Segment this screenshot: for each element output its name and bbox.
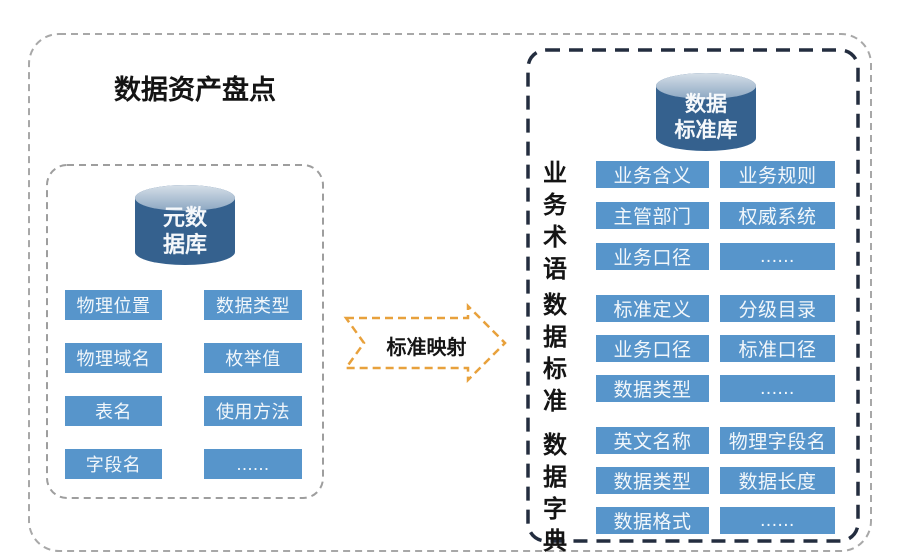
metadata-db-label-line2: 据库 (162, 232, 207, 257)
metadata-items-grid: 物理位置 数据类型 物理域名 枚举值 表名 使用方法 字段名 ...... (65, 290, 302, 479)
outer-dashed-container (28, 33, 872, 552)
standard-item: 数据类型 (596, 467, 709, 494)
group-label-data-dictionary: 数据字典 (543, 432, 567, 555)
mapping-arrow-label: 标准映射 (386, 337, 467, 359)
metadata-database-cylinder-icon (135, 185, 235, 265)
metadata-item: 使用方法 (204, 396, 302, 426)
group-label-business-terms: 业务术语 (543, 160, 567, 283)
standard-item: 业务规则 (720, 161, 835, 188)
standard-item: 数据类型 (596, 375, 709, 402)
standard-item: 业务口径 (596, 243, 709, 270)
standard-item: 数据长度 (720, 467, 835, 494)
standard-item: ...... (720, 375, 835, 402)
business-terms-grid: 业务含义 业务规则 主管部门 权威系统 业务口径 ...... (596, 161, 835, 270)
standard-item: 业务口径 (596, 335, 709, 362)
metadata-item: 数据类型 (204, 290, 302, 320)
metadata-item: 物理域名 (65, 343, 162, 373)
standard-item: ...... (720, 507, 835, 534)
standard-item: 物理字段名 (720, 427, 835, 454)
standard-item: 主管部门 (596, 202, 709, 229)
standard-db-label-line2: 标准库 (674, 118, 738, 142)
group-label-data-standard: 数据标准 (543, 292, 567, 415)
standard-item: 标准定义 (596, 295, 709, 322)
standard-db-label: 数据 标准库 (654, 72, 758, 152)
standard-db-label-line1: 数据 (685, 92, 727, 116)
standard-library-panel-border (526, 48, 860, 543)
metadata-db-label-line1: 元数 (162, 205, 207, 230)
metadata-item: 枚举值 (204, 343, 302, 373)
metadata-item: 物理位置 (65, 290, 162, 320)
metadata-item: 表名 (65, 396, 162, 426)
metadata-item: ...... (204, 449, 302, 479)
standard-item: 业务含义 (596, 161, 709, 188)
standard-item: 标准口径 (720, 335, 835, 362)
page-title: 数据资产盘点 (114, 75, 276, 105)
standard-item: 权威系统 (720, 202, 835, 229)
standard-database-cylinder-icon (656, 73, 756, 151)
metadata-item: 字段名 (65, 449, 162, 479)
standard-item: 英文名称 (596, 427, 709, 454)
metadata-panel-border (46, 164, 324, 499)
standard-item: ...... (720, 243, 835, 270)
metadata-db-label: 元数 据库 (133, 184, 237, 266)
data-standard-grid: 标准定义 分级目录 业务口径 标准口径 数据类型 ...... (596, 295, 835, 402)
standard-item: 分级目录 (720, 295, 835, 322)
mapping-arrow (343, 302, 507, 384)
data-dictionary-grid: 英文名称 物理字段名 数据类型 数据长度 数据格式 ...... (596, 427, 835, 534)
standard-item: 数据格式 (596, 507, 709, 534)
